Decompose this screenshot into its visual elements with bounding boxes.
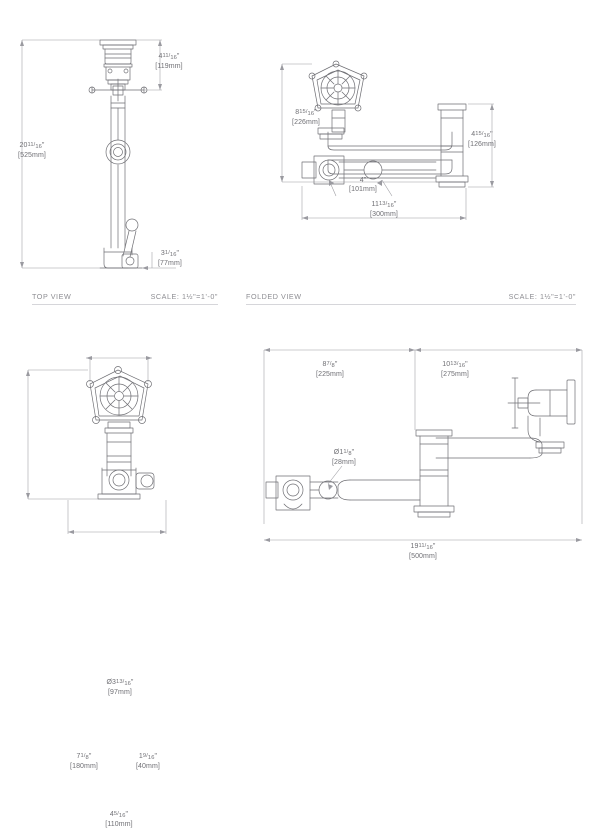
- dim-bl-height: 71/8" [180mm]: [70, 752, 98, 770]
- dim-fv-height: 815/16" [226mm]: [292, 108, 320, 126]
- dim-fv-inner: 4" [101mm]: [349, 177, 377, 193]
- dim-tl-height-overall: 2011/16" [525mm]: [18, 141, 46, 159]
- folded-view-drawing: 815/16" [226mm] 415/16" [126mm] 4" [101m…: [240, 0, 600, 300]
- dim-fv-right-height: 415/16" [126mm]: [468, 130, 496, 148]
- folded-view-label: FOLDED VIEW: [246, 292, 302, 301]
- dim-bl-body-width: 19/16" [40mm]: [136, 752, 160, 770]
- dim-bl-base-width: 45/16" [110mm]: [105, 810, 133, 828]
- dim-tl-height-upper: 411/16" [119mm]: [155, 52, 183, 70]
- caption-top-view: TOP VIEW SCALE: 1½"=1'-0": [32, 292, 218, 305]
- dim-br-tube-diameter: Ø11/8" [28mm]: [332, 448, 356, 466]
- top-view-label: TOP VIEW: [32, 292, 72, 301]
- dim-bl-diameter: Ø313/16" [97mm]: [106, 678, 134, 696]
- dim-tl-depth: 31/16" [77mm]: [158, 249, 182, 267]
- top-view-scale: SCALE: 1½"=1'-0": [150, 292, 218, 301]
- top-view-drawing: 2011/16" [525mm] 411/16" [119mm] 31/16" …: [0, 0, 240, 300]
- dim-br-left-reach: 87/8" [225mm]: [316, 360, 344, 378]
- caption-folded-view: FOLDED VIEW SCALE: 1½"=1'-0": [246, 292, 576, 305]
- dim-br-right-reach: 1013/16" [275mm]: [441, 360, 469, 378]
- dim-fv-width: 1113/16" [300mm]: [370, 200, 398, 218]
- dim-br-total-reach: 1911/16" [500mm]: [409, 542, 437, 560]
- folded-view-scale: SCALE: 1½"=1'-0": [508, 292, 576, 301]
- front-elevation-drawing: Ø313/16" [97mm] 71/8" [180mm] 19/16" [40…: [0, 318, 240, 828]
- extended-reach-drawing: 87/8" [225mm] 1013/16" [275mm] Ø11/8" [2…: [240, 318, 600, 576]
